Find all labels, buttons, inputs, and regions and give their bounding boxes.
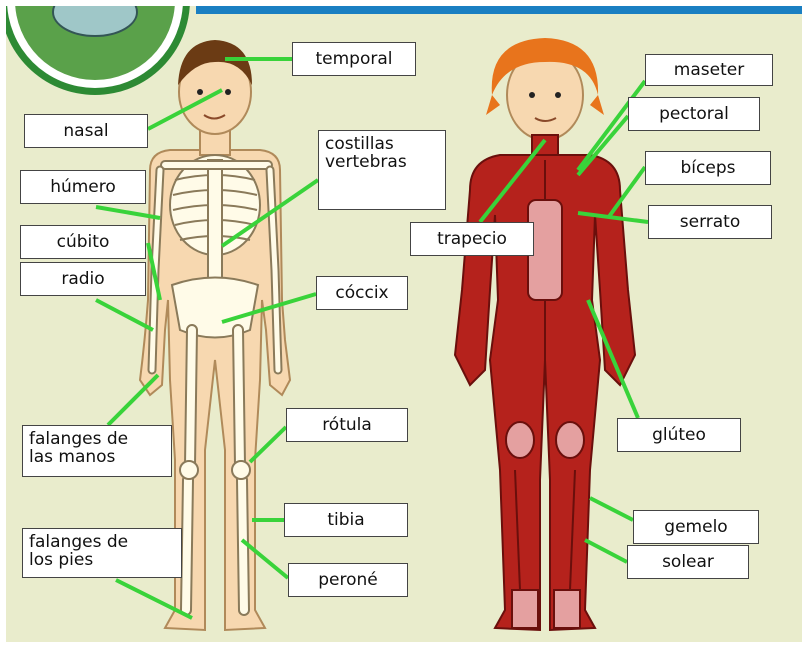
label-biceps: bíceps <box>645 151 771 185</box>
label-trapecio: trapecio <box>410 222 534 256</box>
label-radio: radio <box>20 262 146 296</box>
label-gluteo: glúteo <box>617 418 741 452</box>
corner-logo <box>6 6 190 95</box>
label-coccix: cóccix <box>316 276 408 310</box>
header-accent-bar <box>196 6 802 14</box>
label-maseter: maseter <box>645 54 773 86</box>
label-tibia: tibia <box>284 503 408 537</box>
label-serrato: serrato <box>648 205 772 239</box>
label-solear: solear <box>627 545 749 579</box>
label-temporal: temporal <box>292 42 416 76</box>
label-nasal: nasal <box>24 114 148 148</box>
label-cubito: cúbito <box>20 225 146 259</box>
label-humero: húmero <box>20 170 146 204</box>
label-gemelo: gemelo <box>633 510 759 544</box>
label-pectoral: pectoral <box>628 97 760 131</box>
muscle-figure <box>455 38 635 630</box>
label-rotula: rótula <box>286 408 408 442</box>
label-perone: peroné <box>288 563 408 597</box>
